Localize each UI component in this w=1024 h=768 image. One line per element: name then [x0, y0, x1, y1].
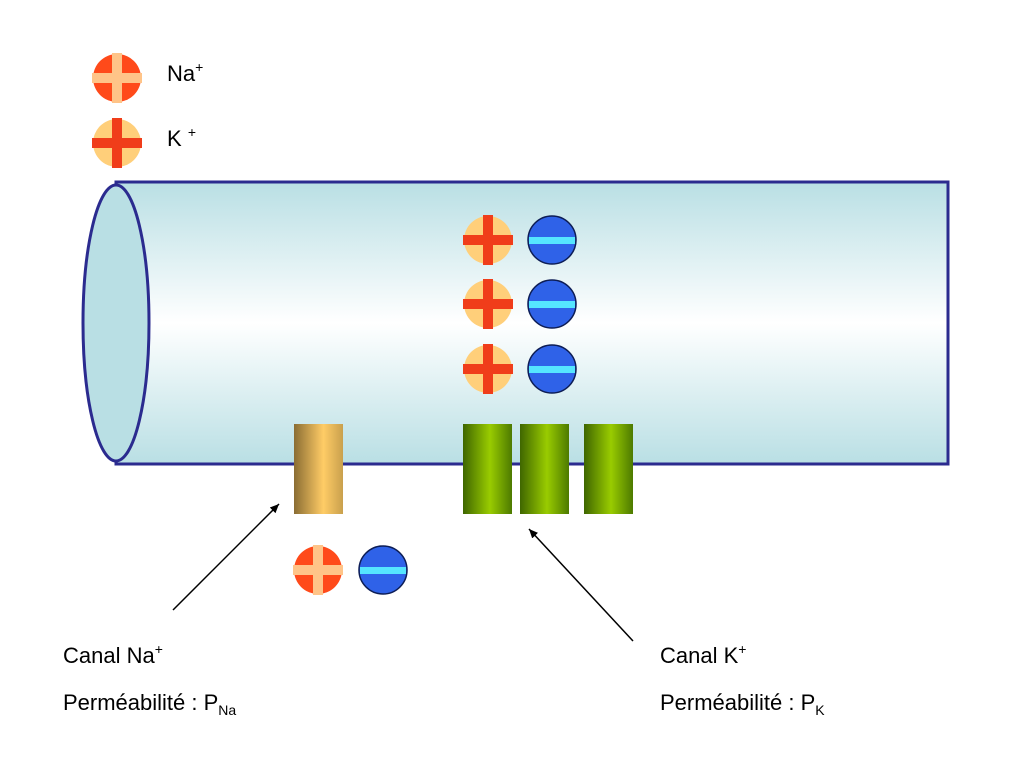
na-channel-text: Canal Na	[63, 643, 155, 668]
na-permeability-caption: Perméabilité : PNa	[63, 690, 237, 718]
legend-na-label: Na+	[167, 59, 204, 87]
legend-k-ion	[92, 118, 142, 168]
k-permeability-caption: Perméabilité : PK	[660, 690, 825, 718]
na-permeability-subscript: Na	[218, 702, 237, 718]
k-ion	[463, 279, 513, 329]
extracellular-anion	[358, 545, 408, 595]
na-channel-caption: Canal Na+	[63, 641, 163, 669]
k-channel-arrow	[528, 528, 634, 642]
na-channel	[294, 424, 343, 514]
k-permeability-text: Perméabilité : P	[660, 690, 816, 715]
k-channel-caption: Canal K+	[660, 641, 747, 669]
k-channel	[584, 424, 633, 514]
intracellular-anions	[527, 215, 577, 394]
k-channel	[463, 424, 512, 514]
legend-na-symbol: Na	[167, 61, 196, 86]
axon-cylinder	[81, 180, 950, 466]
anion	[527, 215, 577, 265]
legend-k-symbol: K	[167, 126, 182, 151]
axon-end-cap	[81, 183, 151, 463]
k-channels	[463, 424, 633, 514]
anion	[527, 344, 577, 394]
legend-k-charge: +	[187, 124, 196, 140]
na-permeability-text: Perméabilité : P	[63, 690, 219, 715]
k-channel	[520, 424, 569, 514]
na-channel-charge: +	[154, 641, 163, 657]
k-ion	[463, 344, 513, 394]
legend-na-ion	[92, 53, 142, 103]
legend-k-label: K +	[167, 124, 196, 152]
na-channel-arrow	[172, 503, 280, 611]
intracellular-k-ions	[463, 215, 513, 394]
k-permeability-subscript: K	[815, 702, 825, 718]
k-ion	[463, 215, 513, 265]
k-channel-text: Canal K	[660, 643, 739, 668]
extracellular-na-ion	[293, 545, 343, 595]
legend-na-charge: +	[195, 59, 204, 75]
anion	[527, 279, 577, 329]
axon-body	[114, 180, 950, 466]
k-channel-charge: +	[738, 641, 747, 657]
